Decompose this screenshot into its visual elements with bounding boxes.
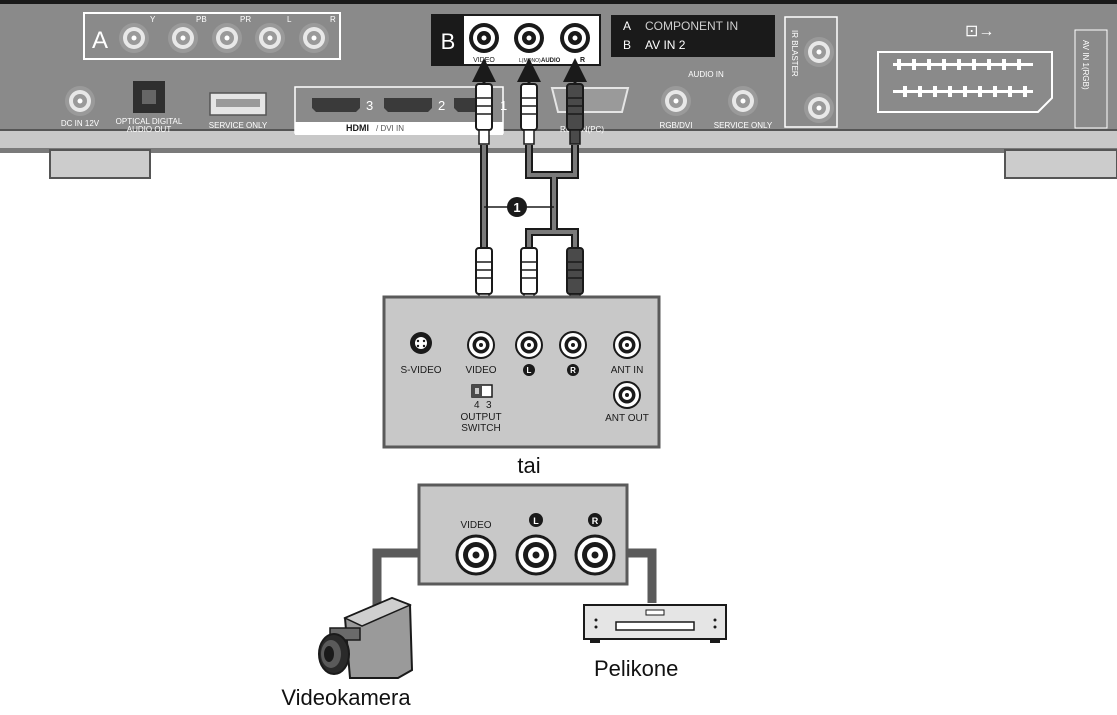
component-label-l: L (287, 15, 292, 24)
scart-port[interactable] (877, 51, 1053, 113)
or-label: tai (517, 453, 540, 478)
hdmi-number-3: 3 (366, 98, 373, 113)
dc-in-jack[interactable] (65, 86, 95, 116)
component-label-y: Y (150, 15, 156, 24)
switch-ch-4: 4 (474, 400, 480, 411)
cable-number: 1 (513, 200, 520, 215)
component-jack-y[interactable] (119, 23, 149, 53)
legend-text-b: AV IN 2 (645, 38, 686, 52)
hdmi-port-3[interactable] (312, 98, 360, 112)
ant-out-jack[interactable] (613, 381, 641, 409)
component-jack-pr[interactable] (212, 23, 242, 53)
camcorder-cable (372, 548, 419, 618)
output-switch-label-2: SWITCH (461, 423, 500, 434)
player-label: Pelikone (594, 656, 678, 681)
service-only-small-label: SERVICE ONLY (714, 121, 773, 130)
hdmi-suffix: / DVI IN (376, 124, 404, 133)
switch-video-label: VIDEO (465, 365, 496, 376)
ant-in-jack[interactable] (613, 331, 641, 359)
input-legend: A COMPONENT IN B AV IN 2 (611, 15, 775, 57)
service-only-label: SERVICE ONLY (209, 121, 268, 130)
switch-l-label: L (527, 366, 532, 375)
av-in-2-audio-label: AUDIO (541, 58, 561, 64)
legend-letter-b: B (623, 38, 631, 52)
component-group-letter: A (92, 27, 108, 54)
legend-letter-a: A (623, 19, 631, 33)
audio-l-plug-tv[interactable] (520, 83, 538, 145)
component-in-group: A Y PB PR L R (83, 12, 341, 60)
s-video-label: S-VIDEO (400, 365, 441, 376)
service-audio-jack[interactable] (728, 86, 758, 116)
device-box: VIDEO L R (417, 483, 629, 586)
optical-label-1: OPTICAL DIGITAL (116, 117, 183, 126)
rgb-dvi-label: RGB/DVI (660, 121, 693, 130)
video-plug-tv[interactable] (475, 83, 493, 145)
av-cable (472, 58, 587, 248)
switch-audio-r-jack[interactable] (559, 331, 587, 359)
component-jack-pb[interactable] (168, 23, 198, 53)
device-audio-r-jack[interactable] (574, 534, 616, 576)
legend-text-a: COMPONENT IN (645, 19, 738, 33)
switch-video-jack[interactable] (467, 331, 495, 359)
hdmi-number-1: 1 (500, 98, 507, 113)
output-switch[interactable] (471, 384, 493, 398)
switch-ch-3: 3 (486, 400, 492, 411)
ir-blaster-label: IR BLASTER (790, 30, 799, 77)
rgb-dvi-audio-jack[interactable] (661, 86, 691, 116)
av-in-2-video-label: VIDEO (473, 57, 495, 64)
device-video-jack[interactable] (455, 534, 497, 576)
lower-port-row: DC IN 12V OPTICAL DIGITAL AUDIO OUT SERV… (61, 70, 773, 135)
scart-icon: ⊡→ (965, 23, 994, 40)
av-in-2-audio-l-jack[interactable] (514, 23, 544, 53)
rgb-pc-port[interactable] (550, 87, 630, 113)
component-label-r: R (330, 15, 336, 24)
ant-out-label: ANT OUT (605, 413, 649, 424)
hdmi-logo: HDMI (346, 123, 369, 133)
av-in-2-group: B VIDEO L(MONO) AUDIO R (431, 14, 601, 66)
switch-audio-l-jack[interactable] (515, 331, 543, 359)
device-video-label: VIDEO (460, 520, 491, 531)
hdmi-number-2: 2 (438, 98, 445, 113)
av-in-2-group-letter: B (441, 29, 456, 54)
device-audio-l-jack[interactable] (515, 534, 557, 576)
ir-blaster-jack-1[interactable] (804, 37, 834, 67)
audio-r-plug-tv[interactable] (566, 83, 584, 145)
component-jack-r[interactable] (299, 23, 329, 53)
output-switch-label-1: OUTPUT (460, 412, 501, 423)
switch-r-label: R (570, 366, 576, 375)
audio-in-label: AUDIO IN (688, 70, 724, 79)
player-cable (627, 548, 657, 603)
component-label-pb: PB (196, 15, 207, 24)
player-icon (583, 604, 727, 643)
scart-group: ⊡→ AV IN 1(RGB) (877, 23, 1108, 129)
av-in-2-audio-r-jack[interactable] (560, 23, 590, 53)
av-in-2-lmono-label: L(MONO) (519, 58, 541, 64)
ir-blaster-jack-2[interactable] (804, 93, 834, 123)
device-l-label: L (533, 516, 539, 526)
cable-number-badge: 1 (507, 197, 527, 217)
scart-label: AV IN 1(RGB) (1081, 40, 1090, 90)
ant-in-label: ANT IN (611, 365, 644, 376)
switch-box: S-VIDEO VIDEO L R ANT IN ANT OUT 4 3 OUT… (382, 295, 661, 449)
ir-blaster-group: IR BLASTER (784, 16, 838, 128)
dc-in-label: DC IN 12V (61, 119, 100, 128)
camcorder-icon (318, 596, 414, 679)
optical-label-2: AUDIO OUT (127, 125, 172, 134)
hdmi-port-2[interactable] (384, 98, 432, 112)
device-r-label: R (592, 516, 599, 526)
av-in-2-r-label: R (580, 57, 585, 64)
av-in-2-video-jack[interactable] (469, 23, 499, 53)
component-label-pr: PR (240, 15, 251, 24)
camcorder-label: Videokamera (281, 685, 411, 710)
component-jack-l[interactable] (255, 23, 285, 53)
